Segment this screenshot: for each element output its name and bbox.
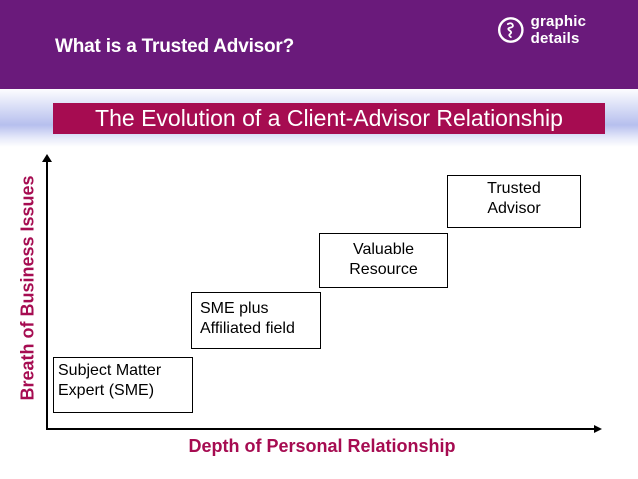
slide-title: What is a Trusted Advisor?: [55, 36, 295, 57]
graphic-details-icon: [497, 17, 524, 43]
step-box-line: Trusted: [487, 180, 541, 197]
step-box-line: Advisor: [487, 199, 541, 217]
banner-title: The Evolution of a Client-Advisor Relati…: [95, 105, 563, 131]
y-axis-label: Breath of Business Issues: [17, 175, 38, 401]
x-axis-label: Depth of Personal Relationship: [188, 436, 456, 456]
step-box-line: Affiliated field: [200, 319, 295, 337]
step-box-line: SME plus: [200, 300, 269, 317]
y-axis-line: [46, 160, 48, 429]
banner: The Evolution of a Client-Advisor Relati…: [53, 103, 605, 134]
step-box-subject-matter-expert: Subject Matter Expert (SME): [53, 357, 193, 413]
step-box-valuable-resource: Valuable Resource: [319, 233, 448, 288]
logo: graphic details: [497, 13, 638, 47]
header-bar: What is a Trusted Advisor? graphic detai…: [0, 0, 638, 89]
step-box-line: Valuable: [352, 241, 415, 258]
step-box-line: Subject Matter: [58, 362, 162, 379]
step-box-sme-plus: SME plus Affiliated field: [191, 292, 321, 349]
x-axis-arrow-icon: [594, 425, 602, 433]
x-axis-line: [46, 428, 596, 430]
logo-text: graphic details: [530, 13, 587, 47]
step-box-trusted-advisor: Trusted Advisor: [447, 175, 581, 228]
step-box-line: Resource: [349, 260, 418, 278]
step-box-line: Expert (SME): [58, 381, 155, 399]
y-axis-arrow-icon: [42, 154, 52, 162]
